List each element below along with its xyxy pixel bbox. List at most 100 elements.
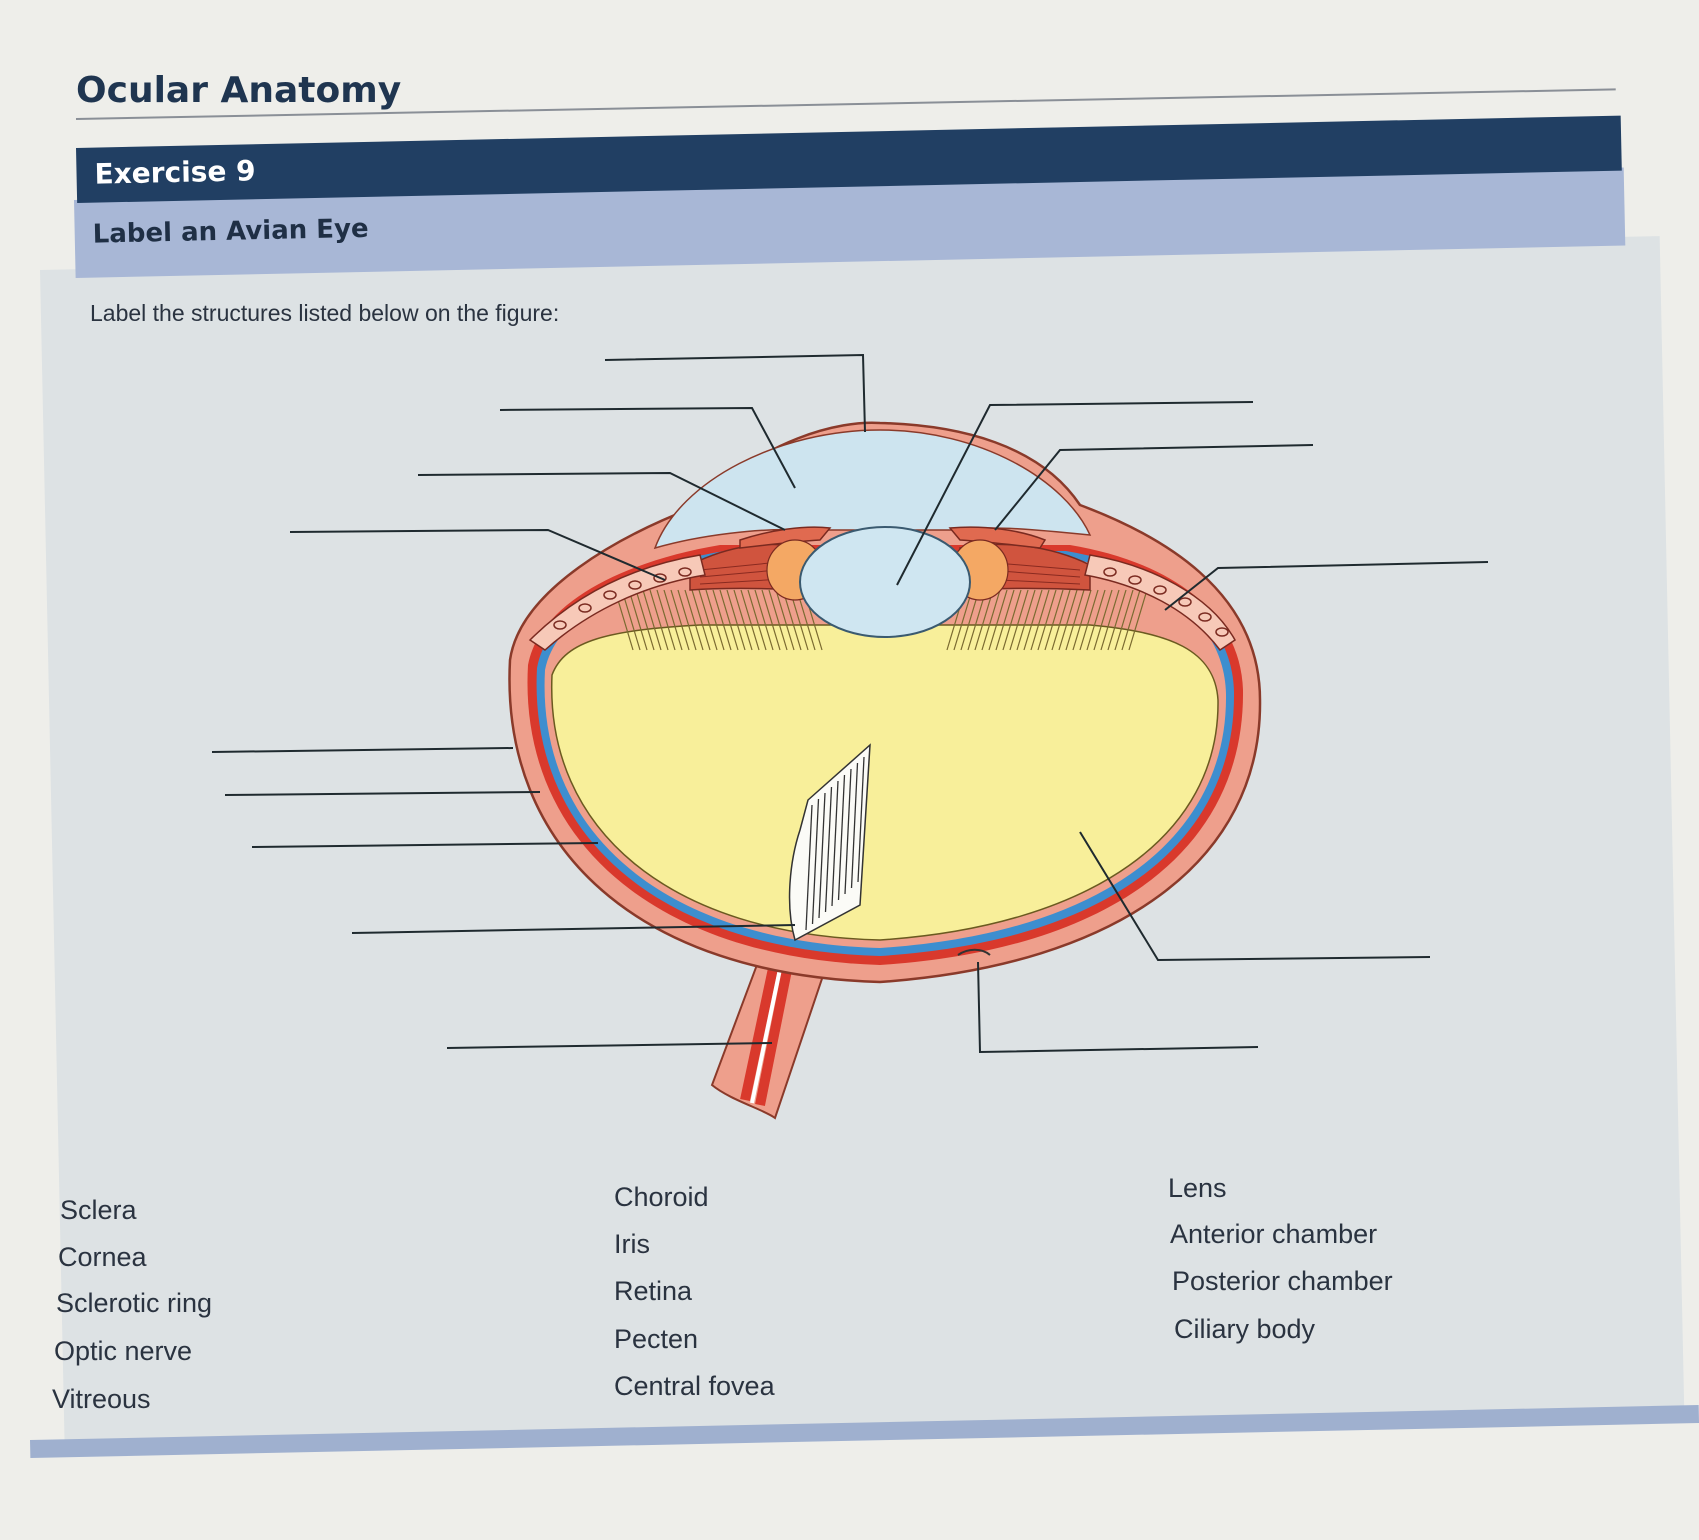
zonule-fiber — [635, 589, 655, 651]
term-optic-nerve: Optic nerve — [54, 1336, 193, 1366]
pecten-pleat — [844, 768, 852, 895]
zonule-fiber — [740, 589, 760, 651]
leader-line-right-3 — [1164, 561, 1489, 611]
leader-lines — [211, 353, 1489, 1054]
ossicle-mark — [1215, 627, 1229, 637]
zonule-fiber — [1044, 589, 1064, 651]
zonule-fiber — [1072, 589, 1092, 651]
term-sclerotic-ring: Sclerotic ring — [56, 1288, 213, 1318]
zonule-fiber — [1065, 589, 1085, 651]
ossicle-mark — [1153, 585, 1167, 595]
zonule-fiber — [981, 589, 1001, 651]
leader-line-bottom-2 — [977, 961, 1259, 1054]
iris-shape — [739, 526, 1047, 549]
zonule-fiber — [1100, 589, 1120, 651]
zonule-fiber — [747, 589, 767, 651]
ossicle-mark — [1128, 575, 1142, 585]
zonule-fiber — [705, 589, 725, 651]
term-cornea: Cornea — [58, 1242, 147, 1272]
leader-line-left-4 — [351, 924, 796, 934]
term-vitreous: Vitreous — [52, 1384, 151, 1414]
ossicle-mark — [603, 590, 617, 600]
pecten-pleat — [818, 792, 826, 919]
zonule-fiber — [1107, 589, 1127, 651]
page-title: Ocular Anatomy — [76, 70, 402, 111]
pecten-pleat — [850, 762, 859, 889]
ossicle-mark — [678, 567, 692, 577]
pecten-pleat — [857, 756, 865, 883]
leader-line-left-2 — [224, 791, 541, 796]
zonule-fiber — [642, 589, 662, 651]
zonule-fiber — [1023, 589, 1043, 651]
zonule-fiber — [761, 589, 781, 651]
zonule-fiber — [754, 589, 774, 651]
instruction-text: Label the structures listed below on the… — [90, 300, 560, 326]
zonule-fiber — [953, 589, 973, 651]
zonule-fiber — [670, 589, 690, 651]
leader-line-top-3 — [417, 471, 786, 531]
ossicle-mark — [1198, 612, 1212, 622]
term-retina: Retina — [614, 1276, 693, 1306]
pecten-pleat — [824, 786, 833, 913]
zonule-fiber — [684, 589, 704, 651]
ossicle-mark — [653, 573, 667, 583]
leader-line-right-4 — [1079, 831, 1431, 962]
zonule-fiber — [782, 589, 802, 651]
zonule-fiber — [1058, 589, 1078, 651]
term-pecten: Pecten — [614, 1324, 699, 1354]
leader-line-top-1 — [604, 353, 866, 433]
ossicle-mark — [553, 620, 567, 630]
pecten-pleat — [805, 804, 813, 931]
zonule-fiber — [1051, 589, 1071, 651]
zonule-fiber — [1086, 589, 1106, 651]
term-central-fovea: Central fovea — [614, 1371, 775, 1401]
ossicle-mark — [628, 580, 642, 590]
term-posterior-chamber: Posterior chamber — [1172, 1266, 1393, 1296]
zonule-fiber — [1128, 589, 1148, 651]
pecten-pleat — [831, 780, 839, 907]
term-iris: Iris — [614, 1229, 650, 1259]
zonule-fiber — [1016, 589, 1036, 651]
term-lens: Lens — [1168, 1173, 1227, 1203]
leader-line-bottom-1 — [446, 1042, 773, 1049]
zonule-fiber — [1079, 589, 1099, 651]
zonule-fiber — [1037, 589, 1057, 651]
zonule-fiber — [1002, 589, 1022, 651]
ossicle-mark — [1103, 567, 1117, 577]
leader-line-left-1 — [211, 747, 514, 753]
zonule-fiber — [719, 589, 739, 651]
zonule-fiber — [974, 589, 994, 651]
zonule-fiber — [988, 589, 1008, 651]
zonule-fiber — [628, 589, 648, 651]
zonule-fiber — [663, 589, 683, 651]
zonule-fiber — [649, 589, 669, 651]
zonule-fiber — [1114, 589, 1134, 651]
zonule-fiber — [1093, 589, 1113, 651]
pecten-pleat — [811, 798, 820, 925]
pecten-shape — [788, 743, 871, 942]
pecten-pleat — [837, 774, 846, 901]
leader-line-top-2 — [499, 406, 796, 489]
ossicle-mark — [578, 603, 592, 613]
ossicle-dots — [553, 567, 1229, 637]
term-choroid: Choroid — [614, 1182, 709, 1212]
zonule-fiber — [1030, 589, 1050, 651]
zonule-fiber — [1121, 589, 1141, 651]
lens-shape — [799, 526, 971, 638]
term-sclera: Sclera — [60, 1195, 137, 1225]
zonule-fiber — [726, 589, 746, 651]
zonule-fiber — [733, 589, 753, 651]
zonule-fiber — [656, 589, 676, 651]
ossicle-mark — [1178, 597, 1192, 607]
leader-line-left-3 — [251, 842, 599, 848]
zonule-fiber — [995, 589, 1015, 651]
zonule-fiber — [621, 589, 641, 651]
leader-line-right-2 — [994, 444, 1314, 531]
fovea-notch — [957, 948, 991, 956]
zonule-fiber — [775, 589, 795, 651]
leader-line-right-1 — [896, 401, 1254, 586]
zonule-fiber — [677, 589, 697, 651]
zonule-fiber — [712, 589, 732, 651]
leader-line-top-4 — [289, 528, 666, 581]
